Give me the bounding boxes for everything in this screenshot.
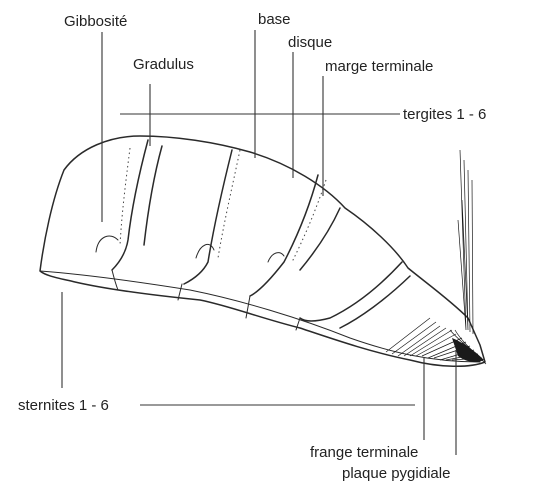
gibbosity-bump-1 <box>96 236 118 252</box>
label-gradulus: Gradulus <box>133 56 194 73</box>
label-gibbosite: Gibbosité <box>64 13 127 30</box>
leader-lines <box>62 30 456 455</box>
terminal-fringe <box>386 150 486 364</box>
segment-boundary-6 <box>300 262 402 321</box>
label-frange-terminale: frange terminale <box>310 444 418 461</box>
segment-boundary-3 <box>184 150 232 284</box>
base-dotted-1 <box>218 150 240 258</box>
label-marge-terminale: marge terminale <box>325 58 433 75</box>
gibbosity-bump-3 <box>268 253 284 262</box>
segment-boundary-4 <box>250 175 318 296</box>
segment-boundary-1 <box>112 140 148 270</box>
abdomen-drawing <box>40 136 486 366</box>
gibbosity-bump-2 <box>196 244 214 258</box>
label-base: base <box>258 11 291 28</box>
label-tergites: tergites 1 - 6 <box>403 106 486 123</box>
label-plaque-pygidiale: plaque pygidiale <box>342 465 450 482</box>
label-sternites: sternites 1 - 6 <box>18 397 109 414</box>
label-disque: disque <box>288 34 332 51</box>
labels: Gibbosité Gradulus base disque marge ter… <box>18 11 486 482</box>
segment-boundary-2 <box>144 146 162 245</box>
segment-boundary-5 <box>300 208 340 270</box>
segment-boundary-7 <box>340 276 410 328</box>
abdomen-outline <box>40 136 485 366</box>
base-dotted-2 <box>292 180 326 262</box>
